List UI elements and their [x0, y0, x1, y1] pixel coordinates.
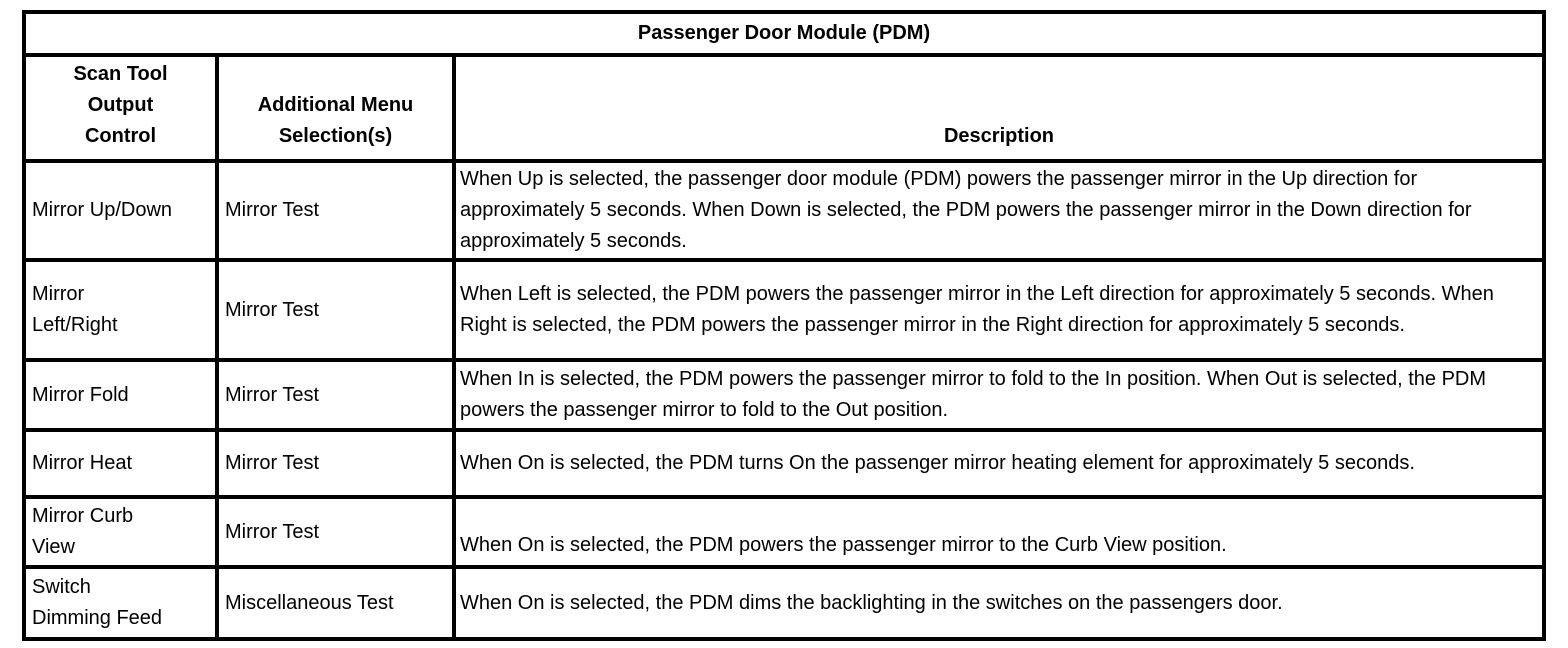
control-cell: Switch Dimming Feed [22, 565, 219, 641]
table-title: Passenger Door Module (PDM) [22, 10, 1546, 57]
column-header-scan-tool-output-control: Scan Tool Output Control [22, 53, 219, 163]
control-cell: Mirror Up/Down [22, 159, 219, 262]
description-cell: When Left is selected, the PDM powers th… [452, 258, 1546, 362]
table-header-row: Scan Tool Output Control Additional Menu… [22, 53, 1546, 163]
description-cell: When In is selected, the PDM powers the … [452, 358, 1546, 432]
table-row: Mirror Heat Mirror Test When On is selec… [22, 428, 1546, 499]
table-row: Switch Dimming Feed Miscellaneous Test W… [22, 565, 1546, 641]
table-row: Mirror Fold Mirror Test When In is selec… [22, 358, 1546, 432]
menu-cell: Mirror Test [215, 428, 456, 499]
control-cell: Mirror Curb View [22, 495, 219, 569]
control-cell: Mirror Left/Right [22, 258, 219, 362]
menu-cell: Mirror Test [215, 495, 456, 569]
control-cell: Mirror Heat [22, 428, 219, 499]
column-header-description: Description [452, 53, 1546, 163]
column-header-additional-menu-selections: Additional Menu Selection(s) [215, 53, 456, 163]
pdm-output-controls-table: Passenger Door Module (PDM) Scan Tool Ou… [22, 10, 1546, 641]
menu-cell: Miscellaneous Test [215, 565, 456, 641]
table-row: Mirror Curb View Mirror Test When On is … [22, 495, 1546, 569]
menu-cell: Mirror Test [215, 159, 456, 262]
control-cell: Mirror Fold [22, 358, 219, 432]
table-row: Mirror Left/Right Mirror Test When Left … [22, 258, 1546, 362]
description-cell: When Up is selected, the passenger door … [452, 159, 1546, 262]
description-cell: When On is selected, the PDM turns On th… [452, 428, 1546, 499]
table-title-row: Passenger Door Module (PDM) [22, 10, 1546, 57]
description-cell: When On is selected, the PDM dims the ba… [452, 565, 1546, 641]
menu-cell: Mirror Test [215, 358, 456, 432]
menu-cell: Mirror Test [215, 258, 456, 362]
description-cell: When On is selected, the PDM powers the … [452, 495, 1546, 569]
table-row: Mirror Up/Down Mirror Test When Up is se… [22, 159, 1546, 262]
